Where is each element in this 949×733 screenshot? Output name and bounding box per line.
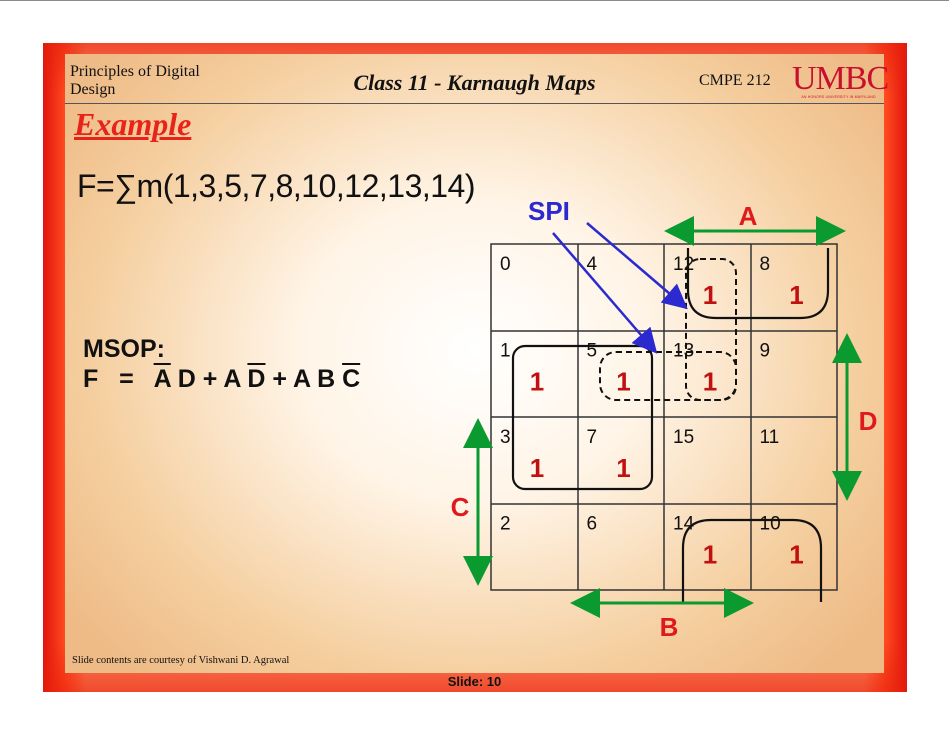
cell-number: 13 <box>673 341 694 362</box>
minterm-one: 1 <box>530 367 544 397</box>
top-border-line <box>0 0 949 1</box>
spi-arrows <box>552 222 688 354</box>
label-d: D <box>859 406 878 436</box>
cell-number: 9 <box>760 341 771 362</box>
function-definition: F=∑m(1,3,5,7,8,10,12,13,14) <box>77 168 476 204</box>
eq-lhs: F = <box>83 365 154 393</box>
course-name: Principles of Digital Design <box>70 63 200 98</box>
label-b: B <box>660 612 679 642</box>
msop-equation: F = A D + A D + A B C <box>83 365 360 394</box>
minterm-one: 1 <box>616 453 630 483</box>
cell-number: 11 <box>760 427 780 448</box>
cell-number: 7 <box>587 427 598 448</box>
cell-number: 4 <box>587 254 598 275</box>
label-a: A <box>739 201 758 231</box>
label-c: C <box>451 492 470 522</box>
credit-note: Slide contents are courtesy of Vishwani … <box>72 655 290 666</box>
complement-a: A <box>153 365 171 393</box>
complement-c: C <box>342 365 361 393</box>
umbc-logo: UMBC AN HONORS UNIVERSITY IN MARYLAND <box>792 60 889 100</box>
logo-tagline: AN HONORS UNIVERSITY IN MARYLAND <box>801 95 876 99</box>
cell-number: 8 <box>760 254 771 275</box>
minterm-one: 1 <box>789 540 803 570</box>
cell-number: 1 <box>500 341 511 362</box>
variable-arrows <box>463 216 862 618</box>
cell-number: 0 <box>500 254 511 275</box>
spi-dashed-groups <box>599 258 737 401</box>
eq-part-1: D + A <box>170 365 248 393</box>
group-top-right <box>686 248 830 320</box>
minterm-one: 1 <box>703 540 717 570</box>
cell-number: 2 <box>500 514 511 535</box>
logo-text: UMBC <box>792 60 889 97</box>
header-divider <box>65 103 884 104</box>
spi-label: SPI <box>528 196 570 226</box>
group-bottom-right <box>681 518 823 602</box>
cell-number: 3 <box>500 427 511 448</box>
minterm-one: 1 <box>616 367 630 397</box>
cell-number: 12 <box>673 254 694 275</box>
kmap-grid <box>490 243 838 591</box>
cell-number: 15 <box>673 427 694 448</box>
msop-label: MSOP: <box>83 335 165 363</box>
cell-number: 6 <box>587 514 598 535</box>
group-bd-prime <box>511 344 654 491</box>
minterm-one: 1 <box>703 367 717 397</box>
class-title: Class 11 - Karnaugh Maps <box>353 70 596 95</box>
minterm-one: 1 <box>789 280 803 310</box>
minterm-one: 1 <box>530 453 544 483</box>
eq-part-2: + A B <box>265 365 343 393</box>
cell-number: 5 <box>587 341 598 362</box>
cell-number: 14 <box>673 514 695 535</box>
cell-number: 10 <box>760 514 781 535</box>
slide-header: Principles of Digital Design Class 11 - … <box>65 60 889 102</box>
course-code: CMPE 212 <box>699 72 771 89</box>
minterm-one: 1 <box>703 280 717 310</box>
slide-number: Slide: 10 <box>447 674 502 689</box>
complement-d: D <box>247 365 266 393</box>
section-heading: Example <box>74 106 192 142</box>
